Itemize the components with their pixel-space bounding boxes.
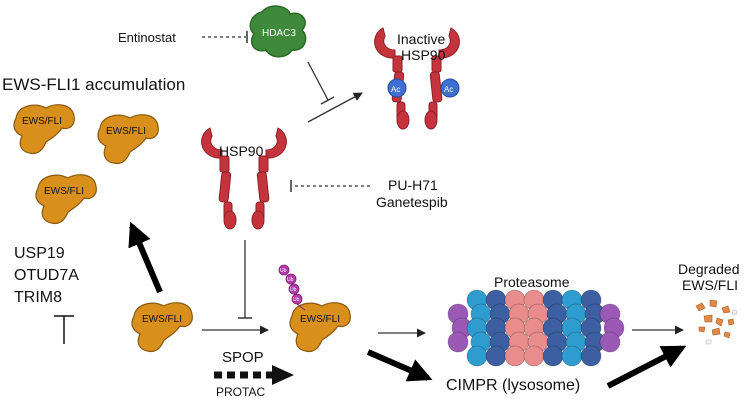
- accumulation-title: EWS-FLI1 accumulation: [2, 75, 185, 94]
- accumulation-arrow: [128, 221, 163, 294]
- ews-fli-label-3: EWS/FLI: [44, 186, 84, 197]
- acetyl-mark-left: [387, 78, 407, 98]
- lysosome-to-degraded-arrow: [606, 345, 687, 389]
- ews-fli-accum-3: [35, 174, 97, 225]
- degraded-label-1: Degraded: [678, 261, 740, 277]
- proteasome-subunit: [542, 345, 564, 367]
- proteasome-subunit: [466, 345, 488, 367]
- degraded-fragments: [695, 299, 738, 345]
- proteasome-shape: [447, 289, 625, 367]
- proteasome-subunit: [523, 345, 545, 367]
- proteasome-subunit: [599, 331, 621, 353]
- hdac3-shape: [249, 5, 307, 58]
- acetyl-label-left: Ac: [391, 85, 400, 94]
- ganetespib-label: Ganetespib: [376, 194, 448, 210]
- usp19-label: USP19: [14, 245, 65, 262]
- ub-label-2: Ub: [287, 277, 294, 283]
- hsp90-label: HSP90: [219, 143, 264, 159]
- hsp90-to-inactive-arrow: [307, 92, 363, 123]
- entinostat-label: Entinostat: [118, 30, 176, 45]
- ub-label-1: Ub: [280, 268, 287, 274]
- hdac3-inhibition-line: [307, 61, 329, 101]
- spop-label: SPOP: [222, 349, 264, 366]
- ubiquitin-chain: [278, 264, 306, 311]
- proteasome-subunit: [580, 345, 602, 367]
- ub-label-3: Ub: [290, 287, 297, 293]
- inactive-hsp90-label-1: Inactive: [397, 31, 445, 47]
- ews-fli-label-2: EWS/FLI: [106, 126, 146, 137]
- to-lysosome-arrow: [366, 349, 433, 382]
- ews-fli-ub-label: EWS/FLI: [300, 314, 340, 325]
- proteasome-subunit: [485, 345, 507, 367]
- hdac3-label: HDAC3: [262, 28, 296, 39]
- acetyl-mark-right: [440, 78, 460, 98]
- pu-h71-label: PU-H71: [388, 177, 438, 193]
- ews-fli-label-1: EWS/FLI: [22, 116, 62, 127]
- inactive-hsp90-label-2: HSP90: [401, 47, 446, 63]
- ews-fli-ubiquitinated: [289, 302, 351, 353]
- ews-fli-bottom-label: EWS/FLI: [142, 314, 182, 325]
- protac-label: PROTAC: [216, 385, 265, 399]
- cimpr-label: CIMPR (lysosome): [446, 377, 580, 394]
- ub-label-4: Ub: [293, 297, 300, 303]
- proteasome-subunit: [561, 345, 583, 367]
- ews-fli-accum-1: [13, 104, 75, 155]
- ews-fli-bottom-left: [131, 302, 193, 353]
- trim8-label: TRIM8: [14, 289, 62, 306]
- acetyl-label-right: Ac: [444, 85, 453, 94]
- proteasome-subunit: [447, 331, 469, 353]
- degraded-label-2: EWS/FLI: [682, 277, 738, 293]
- proteasome-subunit: [504, 345, 526, 367]
- otud7a-label: OTUD7A: [14, 267, 79, 284]
- ews-fli-accum-2: [97, 114, 159, 165]
- proteasome-label: Proteasome: [494, 274, 570, 290]
